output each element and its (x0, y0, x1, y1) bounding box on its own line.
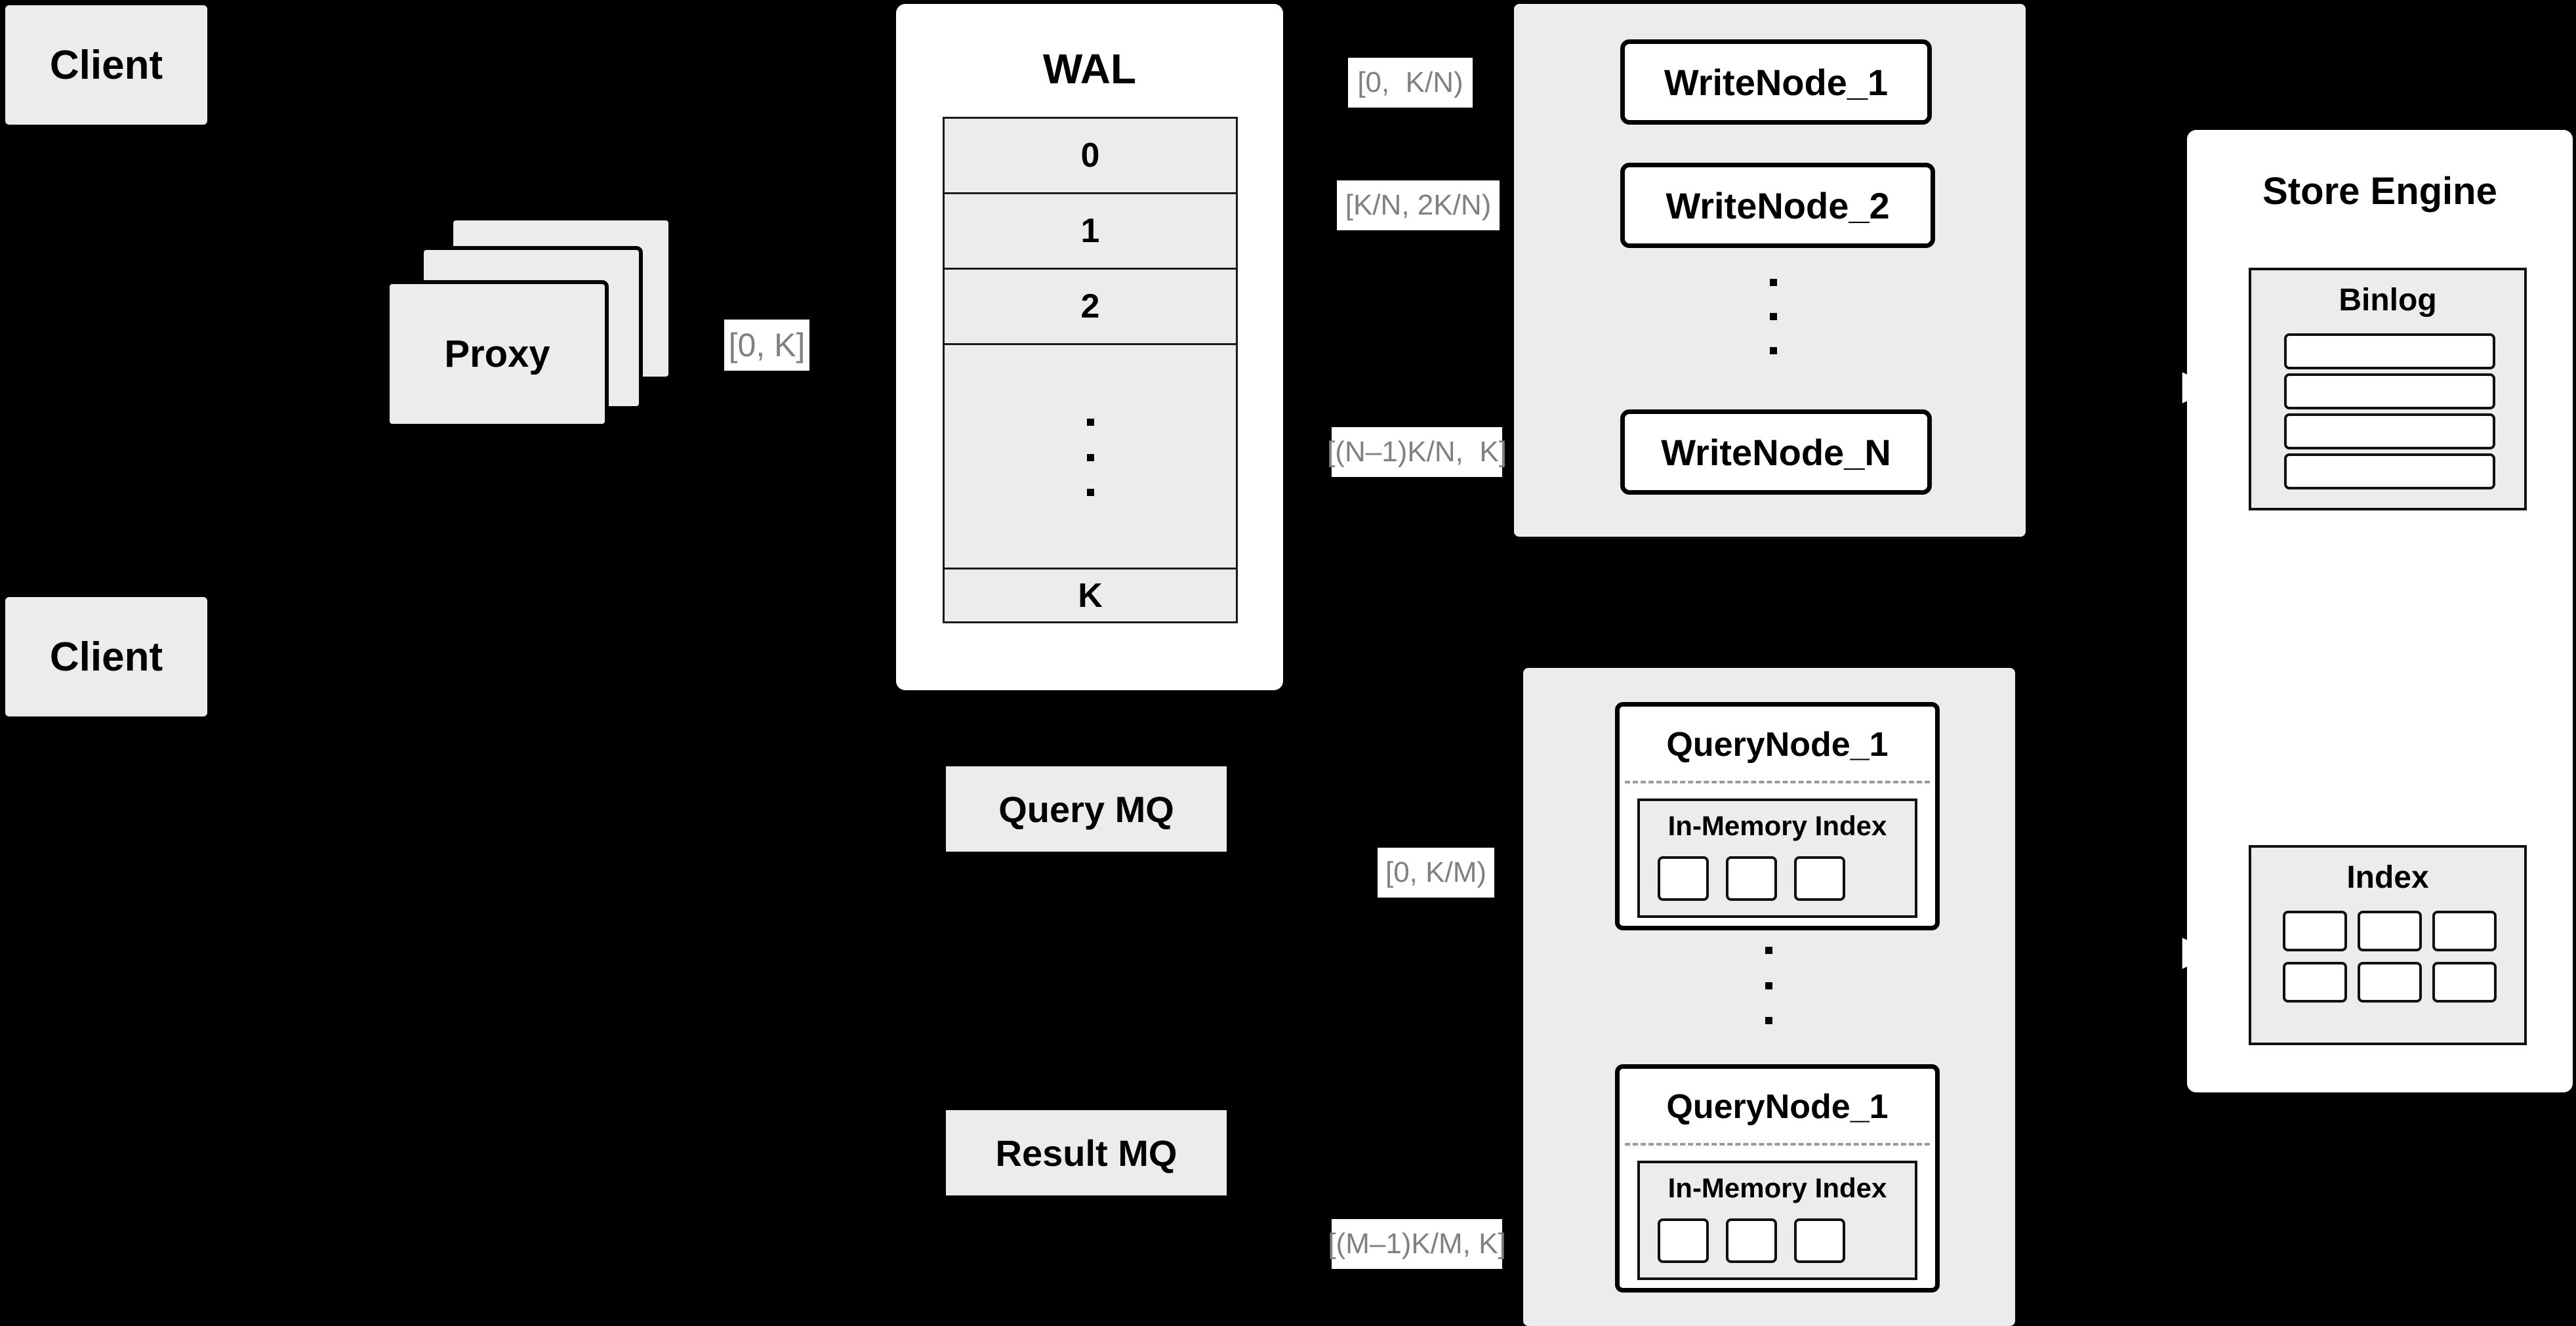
index-cell (2283, 962, 2347, 1003)
index-cell (2432, 962, 2497, 1003)
querynode-2-index-title: In-Memory Index (1667, 1172, 1887, 1203)
querynode-1-divider (1625, 781, 1930, 783)
range-label-proxy: [0, K] (724, 320, 809, 371)
binlog-title: Binlog (2339, 283, 2437, 318)
querynode-2[interactable]: QueryNode_1 In-Memory Index (1615, 1064, 1940, 1293)
query-cluster-vertical-ellipsis-icon (1765, 947, 1772, 1024)
binlog-segment (2284, 333, 2495, 369)
binlog-segment (2284, 373, 2495, 409)
index-cell (2283, 911, 2347, 951)
wal-row-1: 1 (945, 194, 1236, 270)
querynode-2-index-cell (1658, 1218, 1709, 1263)
writenode-2[interactable]: WriteNode_2 (1620, 163, 1935, 248)
querynode-2-divider (1625, 1143, 1930, 1146)
binlog-segment (2284, 413, 2495, 449)
client-box-2[interactable]: Client (5, 597, 207, 716)
querynode-2-inmemory-index: In-Memory Index (1637, 1161, 1917, 1280)
querynode-2-index-cell (1726, 1218, 1777, 1263)
wal-vertical-ellipsis-icon (1087, 419, 1094, 496)
binlog-panel: Binlog (2249, 268, 2527, 510)
client-label-2: Client (49, 634, 163, 680)
writenode-2-label: WriteNode_2 (1666, 184, 1890, 226)
proxy-label: Proxy (444, 333, 550, 375)
writenode-n-label: WriteNode_N (1661, 431, 1891, 473)
range-label-writenode-1: [0, K/N) (1348, 58, 1473, 108)
wal-row-2: 2 (945, 270, 1236, 345)
proxy-card-front[interactable]: Proxy (386, 280, 609, 428)
wal-table: 0 1 2 K (943, 117, 1238, 623)
querynode-1-index-title: In-Memory Index (1667, 810, 1887, 841)
querynode-1-label: QueryNode_1 (1666, 726, 1889, 764)
query-mq-box[interactable]: Query MQ (946, 766, 1227, 852)
index-panel: Index (2249, 845, 2527, 1045)
writenode-n[interactable]: WriteNode_N (1620, 409, 1932, 495)
wal-row-ellipsis (945, 345, 1236, 570)
client-box-1[interactable]: Client (5, 5, 207, 125)
querynode-1-inmemory-index: In-Memory Index (1637, 798, 1917, 918)
querynode-2-index-cell (1794, 1218, 1845, 1263)
client-label-1: Client (49, 42, 163, 88)
index-cell (2358, 911, 2422, 951)
querynode-2-label: QueryNode_1 (1666, 1088, 1889, 1126)
querynode-1[interactable]: QueryNode_1 In-Memory Index (1615, 702, 1940, 930)
writenode-1[interactable]: WriteNode_1 (1620, 39, 1932, 125)
querynode-1-index-cell (1794, 856, 1845, 901)
range-label-querynode-1: [0, K/M) (1378, 848, 1494, 898)
binlog-segment (2284, 453, 2495, 489)
index-cell (2358, 962, 2422, 1003)
querynode-1-index-cell (1726, 856, 1777, 901)
querynode-1-index-cell (1658, 856, 1709, 901)
range-label-writenode-2: [K/N, 2K/N) (1337, 180, 1500, 230)
index-title: Index (2346, 860, 2429, 895)
wal-title: WAL (1042, 45, 1137, 93)
writenode-1-label: WriteNode_1 (1664, 61, 1889, 103)
result-mq-label: Result MQ (995, 1132, 1177, 1174)
wal-row-k: K (1078, 576, 1103, 615)
query-mq-label: Query MQ (998, 788, 1174, 830)
wal-row-0: 0 (945, 119, 1236, 194)
range-label-querynode-2: [(M–1)K/M, K] (1328, 1219, 1506, 1269)
range-label-writenode-n: [(N–1)K/N, K] (1327, 427, 1507, 477)
write-cluster-vertical-ellipsis-icon (1769, 279, 1777, 354)
result-mq-box[interactable]: Result MQ (946, 1110, 1227, 1195)
index-cell (2432, 911, 2497, 951)
store-engine-title: Store Engine (2262, 170, 2497, 213)
